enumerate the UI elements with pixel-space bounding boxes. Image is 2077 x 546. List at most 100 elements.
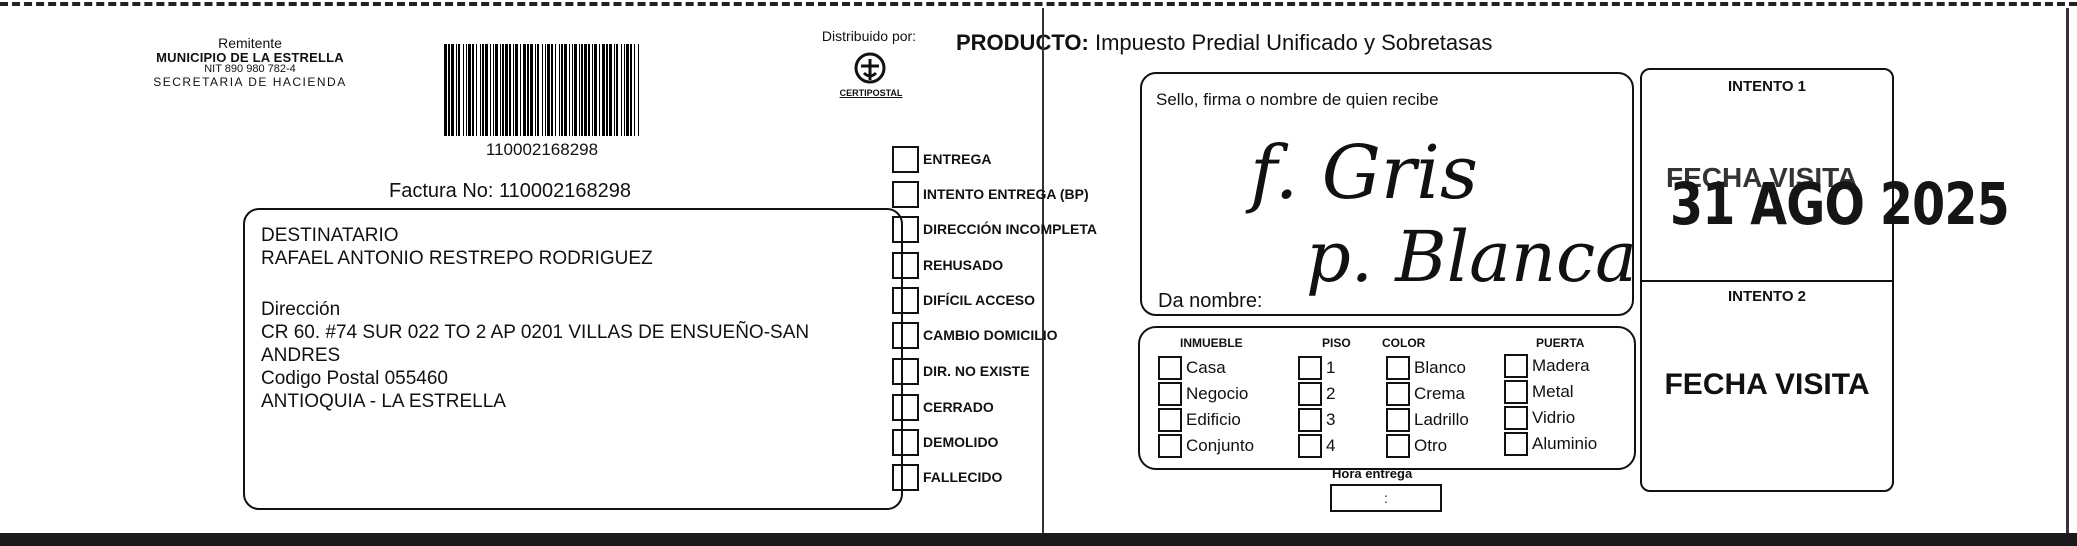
checkbox[interactable]	[892, 251, 919, 279]
piso-header: PISO	[1322, 336, 1351, 350]
barcode-bar	[535, 44, 536, 136]
checkbox[interactable]	[1504, 380, 1528, 404]
option-otro[interactable]: Otro	[1386, 434, 1447, 458]
checkbox[interactable]	[1504, 406, 1528, 430]
option-casa[interactable]: Casa	[1158, 356, 1226, 380]
recipient-city: ANTIOQUIA - LA ESTRELLA	[261, 391, 506, 412]
barcode-bar	[594, 44, 597, 136]
check-label: FALLECIDO	[923, 469, 1003, 485]
sender-nit: NIT 890 980 782-4	[204, 63, 296, 76]
check-dificil-acceso[interactable]: DIFÍCIL ACCESO	[892, 285, 1035, 315]
barcode-bar	[561, 44, 563, 136]
checkbox[interactable]	[892, 321, 919, 349]
barcode-bar	[451, 44, 454, 136]
option-vidrio[interactable]: Vidrio	[1504, 406, 1575, 430]
checkbox[interactable]	[1386, 382, 1410, 406]
barcode-bar	[444, 44, 447, 136]
barcode-bar	[614, 44, 615, 136]
checkbox[interactable]	[1504, 354, 1528, 378]
intento-1-label: INTENTO 1	[1727, 78, 1807, 95]
address-label: Dirección	[261, 299, 341, 320]
barcode-bar	[485, 44, 488, 136]
option-crema[interactable]: Crema	[1386, 382, 1465, 406]
barcode-number: 110002168298	[485, 140, 599, 159]
checkbox[interactable]	[1158, 356, 1182, 380]
checkbox[interactable]	[892, 393, 919, 421]
checkbox[interactable]	[892, 145, 919, 173]
check-label: REHUSADO	[923, 257, 1004, 273]
checkbox[interactable]	[892, 463, 919, 491]
check-fallecido[interactable]: FALLECIDO	[892, 462, 1002, 492]
date-stamp: 31 AGO 2025	[1670, 170, 2010, 238]
checkbox[interactable]	[1504, 432, 1528, 456]
sender-block: Remitente MUNICIPIO DE LA ESTRELLA NIT 8…	[120, 36, 380, 88]
checkbox[interactable]	[1386, 408, 1410, 432]
checkbox[interactable]	[1158, 382, 1182, 406]
option-edificio[interactable]: Edificio	[1158, 408, 1241, 432]
checkbox[interactable]	[1386, 356, 1410, 380]
option-piso-3[interactable]: 3	[1298, 408, 1335, 432]
product-value: Impuesto Predial Unificado y Sobretasas	[1094, 30, 1493, 55]
option-piso-4[interactable]: 4	[1298, 434, 1335, 458]
option-metal[interactable]: Metal	[1504, 380, 1574, 404]
check-label: DEMOLIDO	[923, 434, 999, 450]
check-cambio-domicilio[interactable]: CAMBIO DOMICILIO	[892, 320, 1058, 350]
check-direccion-incompleta[interactable]: DIRECCIÓN INCOMPLETA	[892, 214, 1097, 244]
postal-code: Codigo Postal 055460	[261, 368, 448, 389]
checkbox[interactable]	[1298, 382, 1322, 406]
hora-entrega-field[interactable]: :	[1330, 484, 1442, 512]
recipient-box: DESTINATARIO RAFAEL ANTONIO RESTREPO ROD…	[243, 208, 903, 510]
top-perforation	[0, 2, 2077, 12]
option-ladrillo[interactable]: Ladrillo	[1386, 408, 1469, 432]
barcode-bar	[602, 44, 605, 136]
barcode-bar	[584, 44, 587, 136]
check-cerrado[interactable]: CERRADO	[892, 392, 994, 422]
address-line-1: CR 60. #74 SUR 022 TO 2 AP 0201 VILLAS D…	[261, 322, 810, 343]
barcode-bar	[542, 44, 543, 136]
check-intento-entrega[interactable]: INTENTO ENTREGA (BP)	[892, 179, 1089, 209]
check-rehusado[interactable]: REHUSADO	[892, 250, 1003, 280]
inmueble-header: INMUEBLE	[1180, 336, 1243, 350]
checkbox[interactable]	[1298, 434, 1322, 458]
barcode-bar	[520, 44, 521, 136]
checkbox[interactable]	[892, 428, 919, 456]
checkbox[interactable]	[1158, 408, 1182, 432]
barcode-bar	[456, 44, 457, 136]
option-blanco[interactable]: Blanco	[1386, 356, 1466, 380]
barcode-bar	[515, 44, 518, 136]
check-entrega[interactable]: ENTREGA	[892, 144, 991, 174]
check-dir-no-existe[interactable]: DIR. NO EXISTE	[892, 356, 1030, 386]
option-madera[interactable]: Madera	[1504, 354, 1590, 378]
delivery-attempts-box: INTENTO 1 FECHA VISITA 31 AGO 2025 INTEN…	[1640, 68, 2010, 492]
option-piso-2[interactable]: 2	[1298, 382, 1335, 406]
checkbox[interactable]	[892, 215, 919, 243]
check-demolido[interactable]: DEMOLIDO	[892, 427, 998, 457]
checkbox[interactable]	[1298, 408, 1322, 432]
checkbox[interactable]	[892, 286, 919, 314]
option-aluminio[interactable]: Aluminio	[1504, 432, 1597, 456]
distributor-label: Distribuido por:	[821, 28, 917, 44]
checkbox[interactable]	[892, 180, 919, 208]
option-label: Casa	[1186, 358, 1226, 377]
barcode-bar	[530, 44, 533, 136]
checkbox[interactable]	[892, 357, 919, 385]
barcode-bar	[472, 44, 474, 136]
property-info-box: INMUEBLE PISO COLOR PUERTA Casa Negocio …	[1138, 326, 1636, 470]
barcode-bar	[523, 44, 526, 136]
checkbox[interactable]	[1386, 434, 1410, 458]
checkbox[interactable]	[1298, 356, 1322, 380]
barcode-bar	[606, 44, 608, 136]
checkbox[interactable]	[1158, 434, 1182, 458]
fecha-visita-1-label: FECHA VISITA	[1666, 162, 1858, 193]
bottom-border	[0, 533, 2077, 546]
barcode-bar	[493, 44, 494, 136]
barcode-bar	[480, 44, 481, 136]
check-label: INTENTO ENTREGA (BP)	[923, 186, 1089, 202]
option-piso-1[interactable]: 1	[1298, 356, 1335, 380]
barcode-bar	[482, 44, 484, 136]
option-conjunto[interactable]: Conjunto	[1158, 434, 1254, 458]
option-label: 3	[1326, 410, 1336, 429]
handwritten-name-1: f. Gris	[1250, 130, 1478, 216]
barcode-bar	[476, 44, 477, 136]
option-negocio[interactable]: Negocio	[1158, 382, 1248, 406]
